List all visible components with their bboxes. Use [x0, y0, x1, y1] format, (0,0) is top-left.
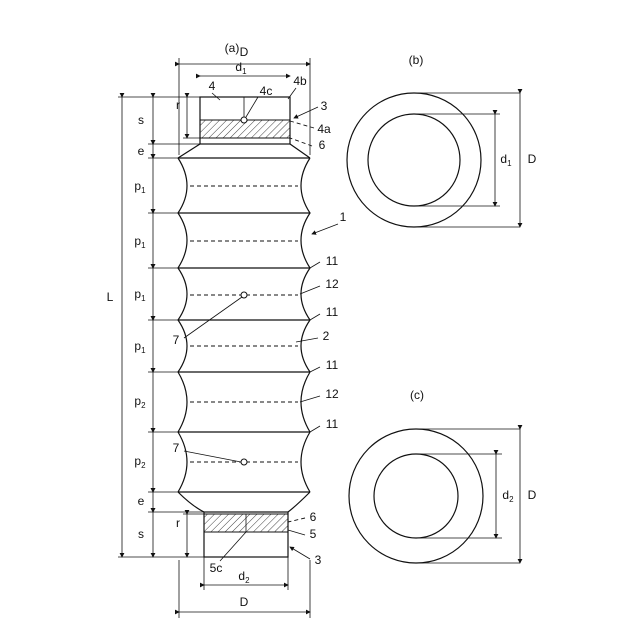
part-label-6-bottom: 6: [310, 510, 317, 524]
part-label-12-a: 12: [325, 277, 339, 291]
label-d2-bottom: d2: [238, 569, 250, 585]
label-r-bottom: r: [176, 516, 180, 530]
part-label-3-top: 3: [321, 99, 328, 113]
bottom-fitting: [204, 512, 288, 557]
part-label-4c: 4c: [260, 84, 273, 98]
part-label-4b: 4b: [293, 74, 307, 88]
label-D-c: D: [528, 488, 537, 502]
label-e-top: e: [138, 144, 145, 158]
part-label-11-b: 11: [326, 305, 339, 319]
cross-section-c: [349, 429, 520, 563]
label-p2-1: p2: [134, 394, 146, 410]
label-d2-c: d2: [502, 488, 514, 504]
label-L: L: [107, 290, 114, 304]
panel-label-b: (b): [409, 53, 424, 67]
label-D-top: D: [240, 45, 249, 59]
part-label-11-d: 11: [326, 417, 339, 431]
part-label-2: 2: [323, 329, 330, 343]
dimension-segments-left: [118, 97, 204, 557]
part-label-4a: 4a: [317, 122, 331, 136]
part-label-11-a: 11: [326, 254, 339, 268]
label-p1-2: p1: [134, 234, 146, 250]
label-d1-b: d1: [500, 152, 512, 168]
top-fitting: [200, 97, 290, 144]
part-label-7-lower: 7: [173, 441, 180, 455]
part-label-6-top: 6: [319, 138, 326, 152]
label-D-b: D: [528, 152, 537, 166]
label-p1-3: p1: [134, 287, 146, 303]
part-label-7-upper: 7: [173, 333, 180, 347]
part-label-3-bottom: 3: [315, 553, 322, 567]
cross-section-b: [347, 93, 520, 227]
label-D-bottom: D: [240, 595, 249, 609]
part-label-4: 4: [209, 79, 216, 93]
part-label-5: 5: [310, 527, 317, 541]
part-label-12-b: 12: [325, 387, 339, 401]
label-p2-2: p2: [134, 454, 146, 470]
part-label-1: 1: [340, 210, 347, 224]
panel-label-c: (c): [410, 388, 424, 402]
label-d1-top: d1: [235, 60, 247, 76]
part-label-11-c: 11: [326, 358, 339, 372]
label-e-bottom: e: [138, 494, 145, 508]
part-label-5c: 5c: [210, 561, 223, 575]
label-r-top: r: [176, 98, 180, 112]
dimension-L: L: [107, 97, 122, 557]
label-p1-4: p1: [134, 339, 146, 355]
panel-label-a: (a): [225, 41, 240, 55]
label-s-top: s: [138, 113, 144, 127]
label-s-bottom: s: [138, 527, 144, 541]
dimension-d1-top: d1: [200, 60, 290, 76]
label-p1-1: p1: [134, 179, 146, 195]
